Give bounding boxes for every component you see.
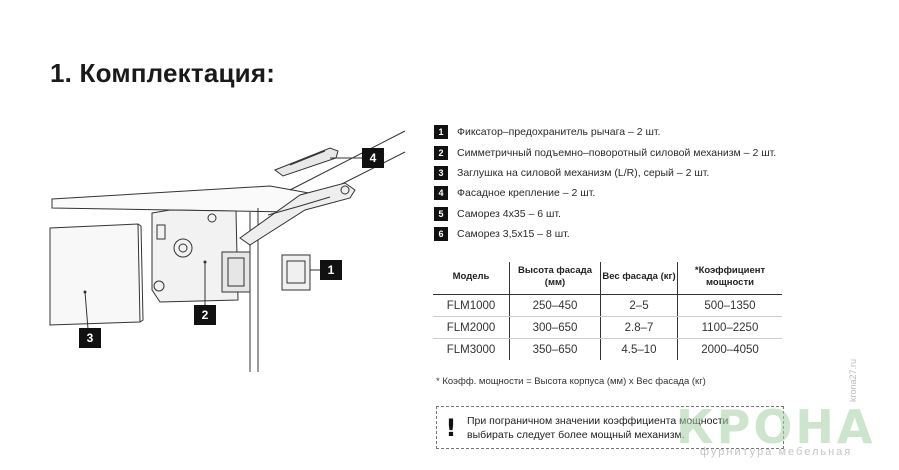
- brand-site: krona27.ru: [848, 358, 858, 402]
- item-text: Саморез 4х35 – 6 шт.: [457, 207, 561, 220]
- column-header: Высота фасада (мм): [509, 262, 601, 295]
- table-cell: 350–650: [509, 338, 601, 360]
- list-item: 1 Фиксатор–предохранитель рычага – 2 шт.: [434, 122, 854, 142]
- list-item: 5 Саморез 4х35 – 6 шт.: [434, 204, 854, 224]
- item-number-badge: 4: [434, 186, 448, 201]
- item-number-badge: 5: [434, 206, 448, 221]
- table-cell: FLM3000: [446, 343, 496, 356]
- table-cell: FLM1000: [433, 294, 510, 317]
- item-number-badge: 3: [434, 165, 448, 180]
- list-item: 4 Фасадное крепление – 2 шт.: [434, 183, 854, 203]
- table-row: FLM1000 250–450 2–5 500–1350: [433, 294, 782, 317]
- column-header: *Коэффициент мощности: [677, 262, 782, 295]
- table-cell: 2000–4050: [677, 338, 782, 360]
- item-number-badge: 6: [434, 227, 448, 242]
- callout-2: 2: [194, 305, 216, 325]
- table-cell: FLM2000: [433, 316, 510, 339]
- item-text: Фасадное крепление – 2 шт.: [457, 187, 596, 200]
- table-cell: 300–650: [509, 316, 601, 339]
- table-cell: 500–1350: [677, 294, 782, 317]
- exclamation-icon: !: [445, 413, 457, 442]
- item-text: Симметричный подъемно–поворотный силовой…: [457, 146, 777, 159]
- warning-text: При пограничном значении коэффициента мо…: [465, 414, 728, 442]
- footnote: * Коэфф. мощности = Высота корпуса (мм) …: [436, 376, 706, 387]
- table-cell: 2.8–7: [600, 316, 678, 339]
- callout-3: 3: [79, 328, 101, 348]
- item-text: Фиксатор–предохранитель рычага – 2 шт.: [457, 126, 661, 139]
- warning-line: При пограничном значении коэффициента мо…: [467, 414, 729, 427]
- column-header: Вес фасада (кг): [600, 262, 678, 295]
- table-header-row: Модель Высота фасада (мм) Вес фасада (кг…: [433, 262, 782, 295]
- spec-table: Модель Высота фасада (мм) Вес фасада (кг…: [433, 262, 782, 360]
- item-number-badge: 2: [434, 145, 448, 160]
- callout-1: 1: [320, 260, 342, 280]
- warning-box: ! При пограничном значении коэффициента …: [436, 406, 784, 449]
- page-title: 1. Комплектация:: [50, 58, 276, 88]
- item-text: Заглушка на силовой механизм (L/R), серы…: [457, 166, 710, 179]
- list-item: 6 Саморез 3,5х15 – 8 шт.: [434, 224, 854, 244]
- callout-4: 4: [362, 148, 384, 168]
- list-item: 3 Заглушка на силовой механизм (L/R), сер…: [434, 163, 854, 183]
- table-cell: 1100–2250: [677, 316, 782, 339]
- brand-logo: КРОНА: [676, 400, 876, 454]
- table-row: FLM3000 350–650 4.5–10 2000–4050: [433, 338, 782, 360]
- warning-line: выбирать следует более мощный механизм.: [467, 428, 685, 441]
- table-cell: 2–5: [600, 294, 678, 317]
- item-number-badge: 1: [434, 125, 448, 140]
- table-row: FLM2000 300–650 2.8–7 1100–2250: [433, 316, 782, 339]
- table-cell: 4.5–10: [600, 338, 678, 360]
- list-item: 2 Симметричный подъемно–поворотный силово…: [434, 142, 854, 162]
- column-header: Модель: [433, 262, 510, 295]
- table-cell: 250–450: [509, 294, 601, 317]
- item-text: Саморез 3,5х15 – 8 шт.: [457, 228, 570, 241]
- brand-tagline: фурнитура мебельная: [700, 446, 853, 458]
